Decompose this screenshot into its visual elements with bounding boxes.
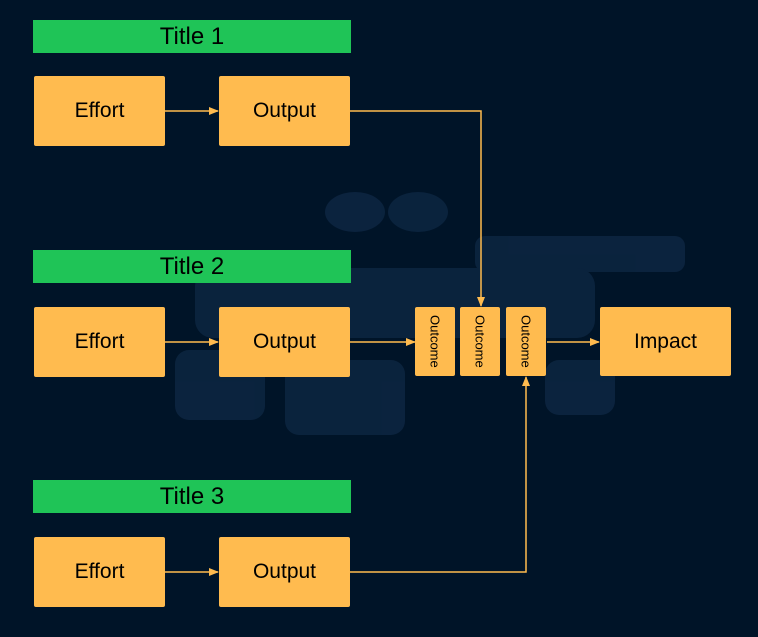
section-2-output-label: Output <box>252 330 317 353</box>
section-3-effort-label: Effort <box>74 560 125 583</box>
impact-label: Impact <box>633 329 698 353</box>
outcome-box-2[interactable]: Outcome <box>460 307 500 376</box>
section-1-output-label: Output <box>252 99 317 122</box>
arrow-output3-outcome3 <box>350 376 530 573</box>
section-1-effort-label: Effort <box>74 99 125 122</box>
section-2-effort-box[interactable]: Effort <box>34 307 165 377</box>
arrow-output1-outcome2 <box>350 110 485 307</box>
section-1-effort-box[interactable]: Effort <box>34 76 165 146</box>
impact-box[interactable]: Impact <box>600 307 731 376</box>
section-3-output-label: Output <box>252 560 317 583</box>
outcome-label-1: Outcome <box>427 315 443 368</box>
section-3-output-box[interactable]: Output <box>219 537 350 607</box>
section-2-effort-label: Effort <box>74 330 125 353</box>
section-3-title: Title 3 <box>33 480 351 513</box>
section-3-effort-box[interactable]: Effort <box>34 537 165 607</box>
section-2-title: Title 2 <box>33 250 351 283</box>
section-1-title: Title 1 <box>33 20 351 53</box>
section-2-output-box[interactable]: Output <box>219 307 350 377</box>
section-1-output-box[interactable]: Output <box>219 76 350 146</box>
outcome-box-1[interactable]: Outcome <box>415 307 455 376</box>
outcome-label-3: Outcome <box>518 315 534 368</box>
outcome-box-3[interactable]: Outcome <box>506 307 546 376</box>
outcome-label-2: Outcome <box>472 315 488 368</box>
